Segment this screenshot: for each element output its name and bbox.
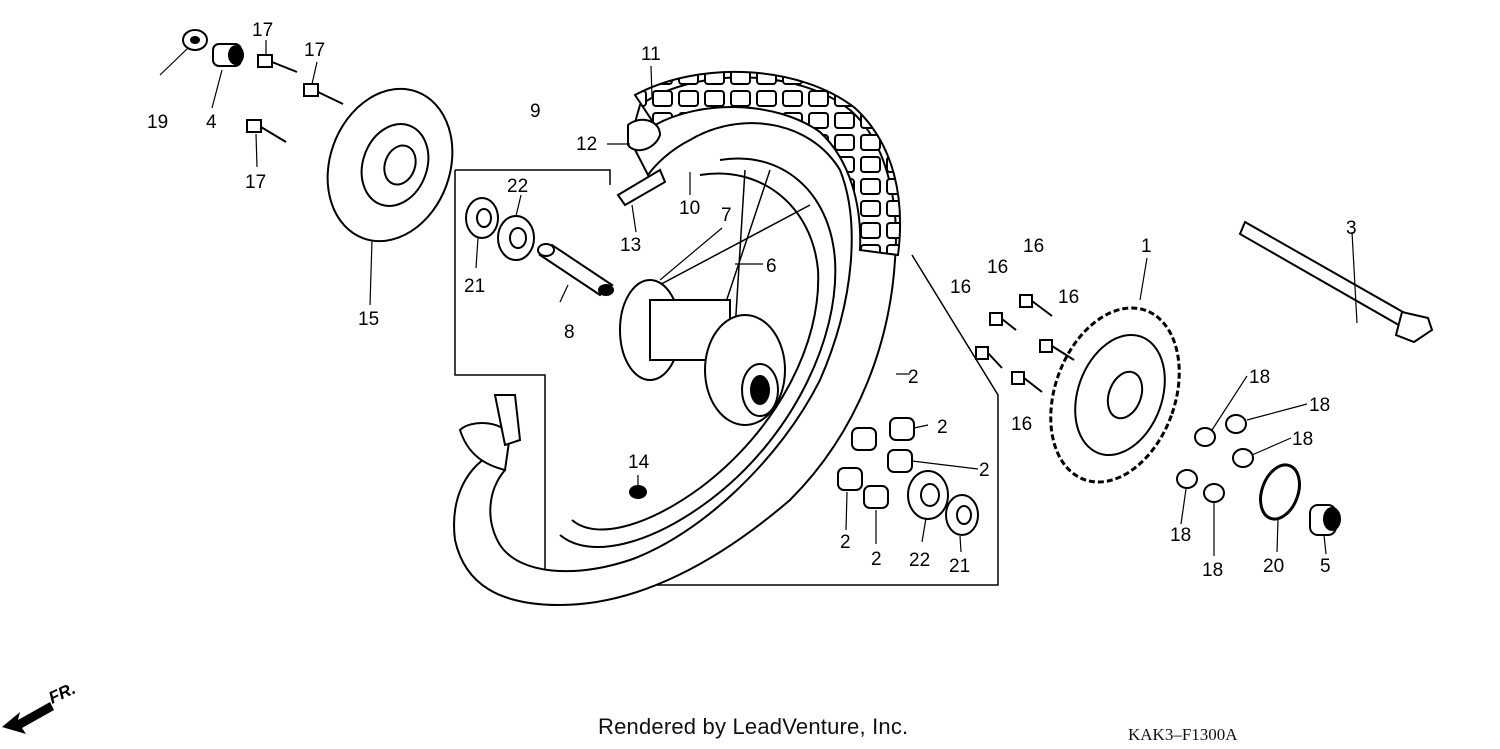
nuts-18	[1176, 414, 1254, 503]
callout-18: 18	[1249, 367, 1270, 388]
callout-3: 3	[1346, 218, 1357, 239]
diagram-code: KAK3–F1300A	[1128, 725, 1238, 744]
bolts-17	[246, 54, 344, 143]
callout-21: 21	[949, 556, 970, 577]
callout-14: 14	[628, 452, 650, 473]
callout-4: 4	[206, 112, 217, 133]
callout-16: 16	[1023, 236, 1044, 257]
callout-13: 13	[620, 235, 641, 256]
callout-2: 2	[871, 549, 882, 570]
callout-16: 16	[1011, 414, 1032, 435]
callout-11: 11	[641, 44, 661, 65]
callout-17: 17	[245, 172, 266, 193]
render-credit: Rendered by LeadVenture, Inc.	[598, 714, 909, 739]
callout-12: 12	[576, 134, 597, 155]
callout-18: 18	[1309, 395, 1330, 416]
callout-18: 18	[1202, 560, 1223, 581]
spacer-collars-2	[837, 417, 915, 509]
spokes	[649, 169, 811, 331]
rim-band	[458, 118, 662, 472]
tire	[453, 70, 901, 607]
callout-18: 18	[1170, 525, 1191, 546]
callout-16: 16	[950, 277, 971, 298]
valve-cap	[629, 485, 647, 499]
bearings-right	[907, 470, 979, 536]
callout-6: 6	[766, 256, 777, 277]
driven-sprocket	[1049, 306, 1181, 484]
nut-19	[182, 29, 208, 51]
hub	[619, 279, 786, 426]
studs-16	[975, 294, 1075, 393]
callout-labels: 1 2 2 2 2 2 3 4 5 6 7 8 9 10 11 12 13 14…	[147, 20, 1357, 581]
collar-4	[212, 43, 244, 67]
rim-lock	[616, 168, 667, 207]
callout-17: 17	[304, 40, 325, 61]
callout-22: 22	[507, 176, 528, 197]
callout-2: 2	[908, 367, 919, 388]
callout-20: 20	[1263, 556, 1284, 577]
callout-18: 18	[1292, 429, 1313, 450]
callout-2: 2	[840, 532, 851, 553]
callout-17: 17	[252, 20, 273, 41]
callout-7: 7	[721, 205, 732, 226]
circlip	[1259, 463, 1301, 521]
callout-15: 15	[358, 309, 379, 330]
callout-19: 19	[147, 112, 168, 133]
brake-disc	[326, 87, 454, 243]
callout-21: 21	[464, 276, 485, 297]
callout-8: 8	[564, 322, 575, 343]
callout-22: 22	[909, 550, 930, 571]
callout-5: 5	[1320, 556, 1331, 577]
front-arrow-icon	[2, 702, 54, 734]
callout-2: 2	[979, 460, 990, 481]
callout-16: 16	[1058, 287, 1079, 308]
callout-9: 9	[530, 101, 541, 122]
axle-collar	[537, 243, 614, 297]
leader-lines	[159, 40, 1358, 556]
callout-1: 1	[1141, 236, 1152, 257]
front-direction-indicator: FR.	[2, 679, 79, 734]
collar-5	[1309, 504, 1341, 536]
bearings-left	[465, 197, 535, 261]
axle-bolt	[1238, 220, 1434, 344]
callout-2: 2	[937, 417, 948, 438]
callout-16: 16	[987, 257, 1008, 278]
rim	[559, 157, 837, 548]
callout-10: 10	[679, 198, 700, 219]
